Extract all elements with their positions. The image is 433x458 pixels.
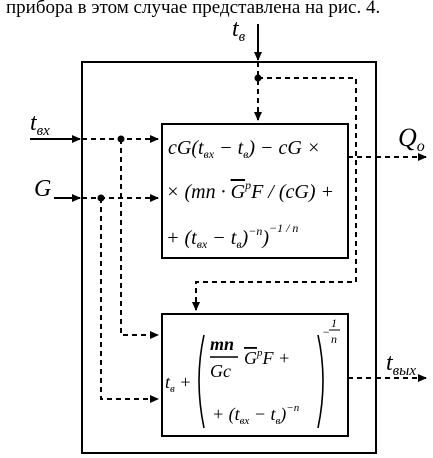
svg-text:× (mn · GpF / (cG) +: × (mn · GpF / (cG) +: [166, 178, 334, 203]
svg-text:mn: mn: [210, 334, 234, 354]
outer-frame: [81, 61, 377, 454]
svg-text:+ (tвх − tв)−n: + (tвх − tв)−n: [212, 402, 300, 427]
block-heat-flow: [161, 123, 349, 259]
label-t-vx: tвх: [30, 110, 50, 139]
label-t-v: tв: [232, 16, 246, 45]
block-outlet-temp: [161, 313, 349, 437]
line-t-v-to-bottom: [192, 77, 357, 311]
svg-text:−: −: [322, 325, 330, 339]
svg-text:+ (tвх − tв)−n)−1 / n: + (tвх − tв)−n)−1 / n: [166, 221, 298, 251]
svg-text:cG(tвх − tв) − cG ×: cG(tвх − tв) − cG ×: [168, 137, 320, 161]
caption-text: прибора в этом случае представлена на ри…: [6, 0, 381, 18]
formula-top: cG(tвх − tв) − cG × × (mn · GpF / (cG) +…: [166, 137, 334, 251]
svg-text:Gc: Gc: [210, 361, 231, 381]
label-t-vyx: tвых: [386, 350, 416, 379]
svg-text:n: n: [331, 332, 337, 346]
svg-text:tв +: tв +: [165, 372, 191, 395]
line-g-to-bottom: [100, 198, 159, 403]
svg-text:1: 1: [331, 316, 337, 330]
label-g: G: [34, 176, 51, 202]
line-t-vx-to-bottom: [120, 139, 159, 339]
formula-bottom: tв + mn Gc GpF + + (tвх − tв)−n − 1 n: [165, 316, 340, 429]
svg-text:GpF +: GpF +: [244, 347, 290, 368]
label-q-o: Qо: [398, 123, 425, 155]
